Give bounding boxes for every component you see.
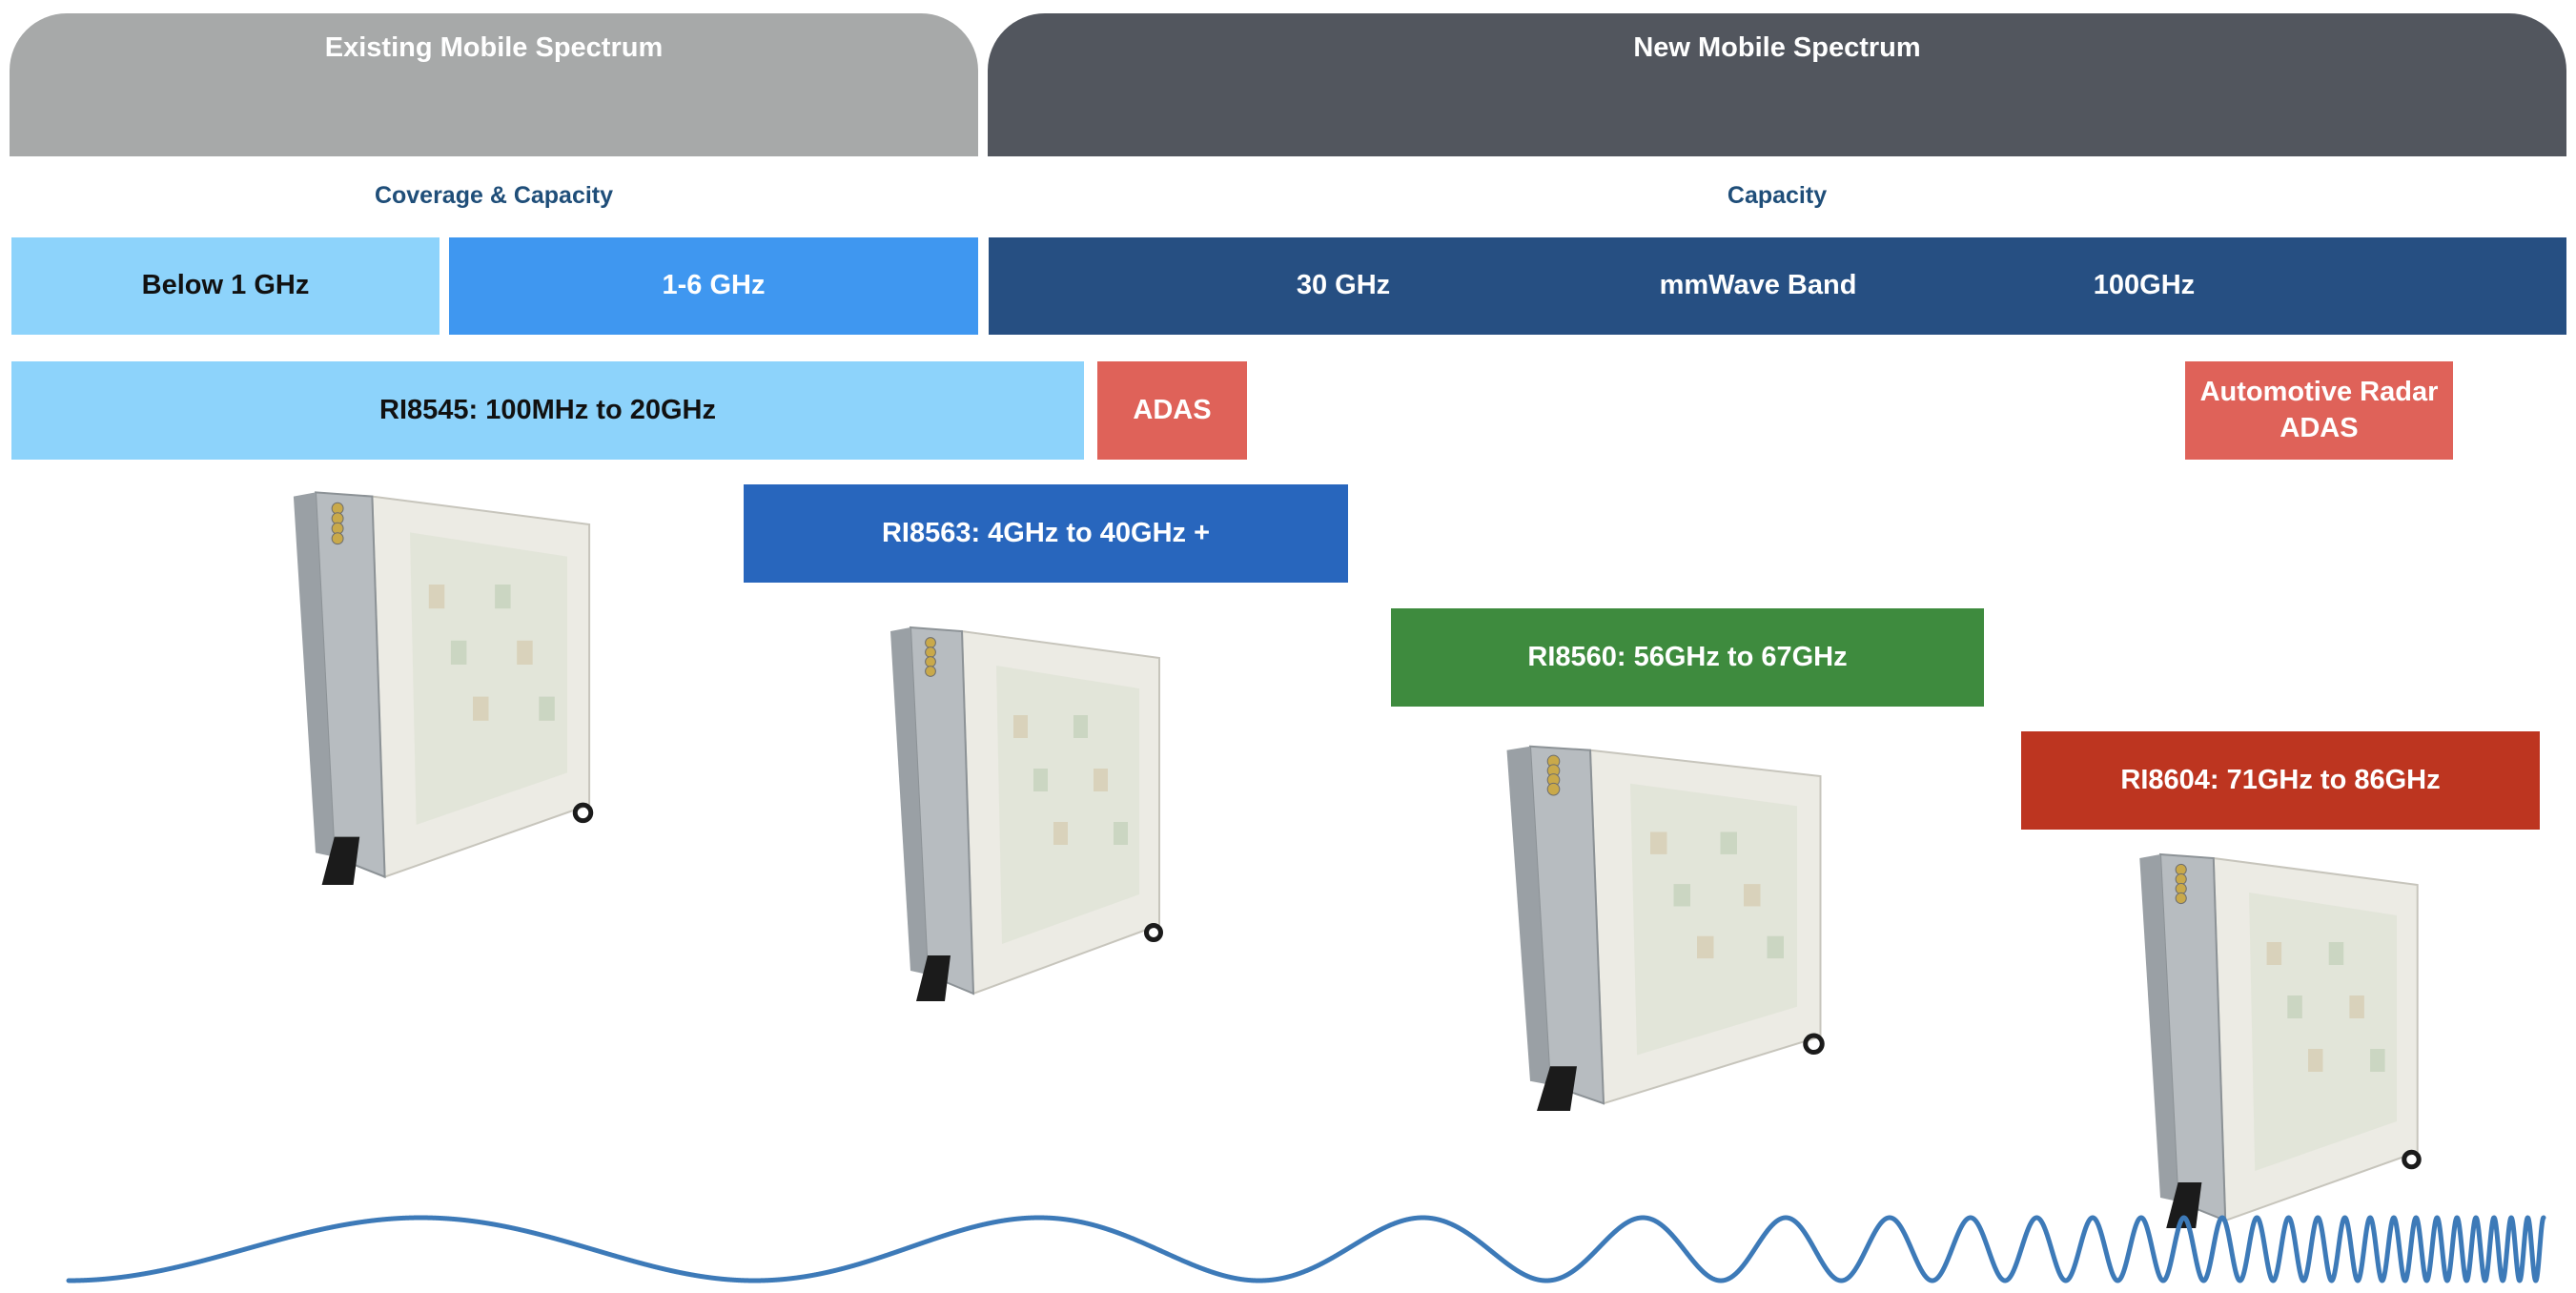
adas-label: ADAS	[1133, 394, 1212, 425]
adas-box: ADAS	[1097, 361, 1247, 460]
ri8563-module-image	[882, 620, 1168, 1001]
coverage-capacity-label: Coverage & Capacity	[374, 182, 614, 209]
band-1-6ghz: 1-6 GHz	[449, 237, 978, 335]
capacity-label: Capacity	[1727, 182, 1828, 209]
existing-spectrum-header: Existing Mobile Spectrum	[10, 13, 978, 156]
automotive-radar-box: Automotive Radar ADAS	[2185, 361, 2453, 460]
automotive-radar-adas-label: ADAS	[2280, 412, 2359, 443]
band-100ghz-label: 100GHz	[2093, 270, 2196, 301]
ri8604-range: RI8604: 71GHz to 86GHz	[2021, 731, 2540, 830]
ri8560-module-image	[1497, 739, 1830, 1111]
ri8563-label: RI8563: 4GHz to 40GHz +	[881, 517, 1211, 548]
band-30ghz-label: 30 GHz	[1296, 270, 1391, 301]
ri8545-range: RI8545: 100MHz to 20GHz	[11, 361, 1084, 460]
ri8560-range: RI8560: 56GHz to 67GHz	[1391, 608, 1984, 707]
band-mmwave-label: mmWave Band	[1659, 270, 1857, 301]
ri8545-module-image	[284, 484, 599, 885]
band-mmwave: 30 GHz mmWave Band 100GHz	[989, 237, 2566, 335]
band-below-1ghz-label: Below 1 GHz	[141, 270, 310, 301]
new-spectrum-title: New Mobile Spectrum	[1633, 32, 1921, 63]
band-1-6ghz-label: 1-6 GHz	[662, 270, 766, 301]
existing-spectrum-title: Existing Mobile Spectrum	[324, 32, 664, 63]
band-below-1ghz: Below 1 GHz	[11, 237, 440, 335]
ri8604-label: RI8604: 71GHz to 86GHz	[2120, 764, 2441, 795]
ri8545-label: RI8545: 100MHz to 20GHz	[379, 394, 716, 425]
ri8604-module-image	[2131, 847, 2426, 1228]
new-spectrum-header: New Mobile Spectrum	[988, 13, 2566, 156]
frequency-wave-path	[66, 1215, 2546, 1283]
ri8560-label: RI8560: 56GHz to 67GHz	[1527, 641, 1848, 672]
ri8563-range: RI8563: 4GHz to 40GHz +	[744, 484, 1348, 583]
automotive-radar-label: Automotive Radar	[2199, 376, 2439, 407]
